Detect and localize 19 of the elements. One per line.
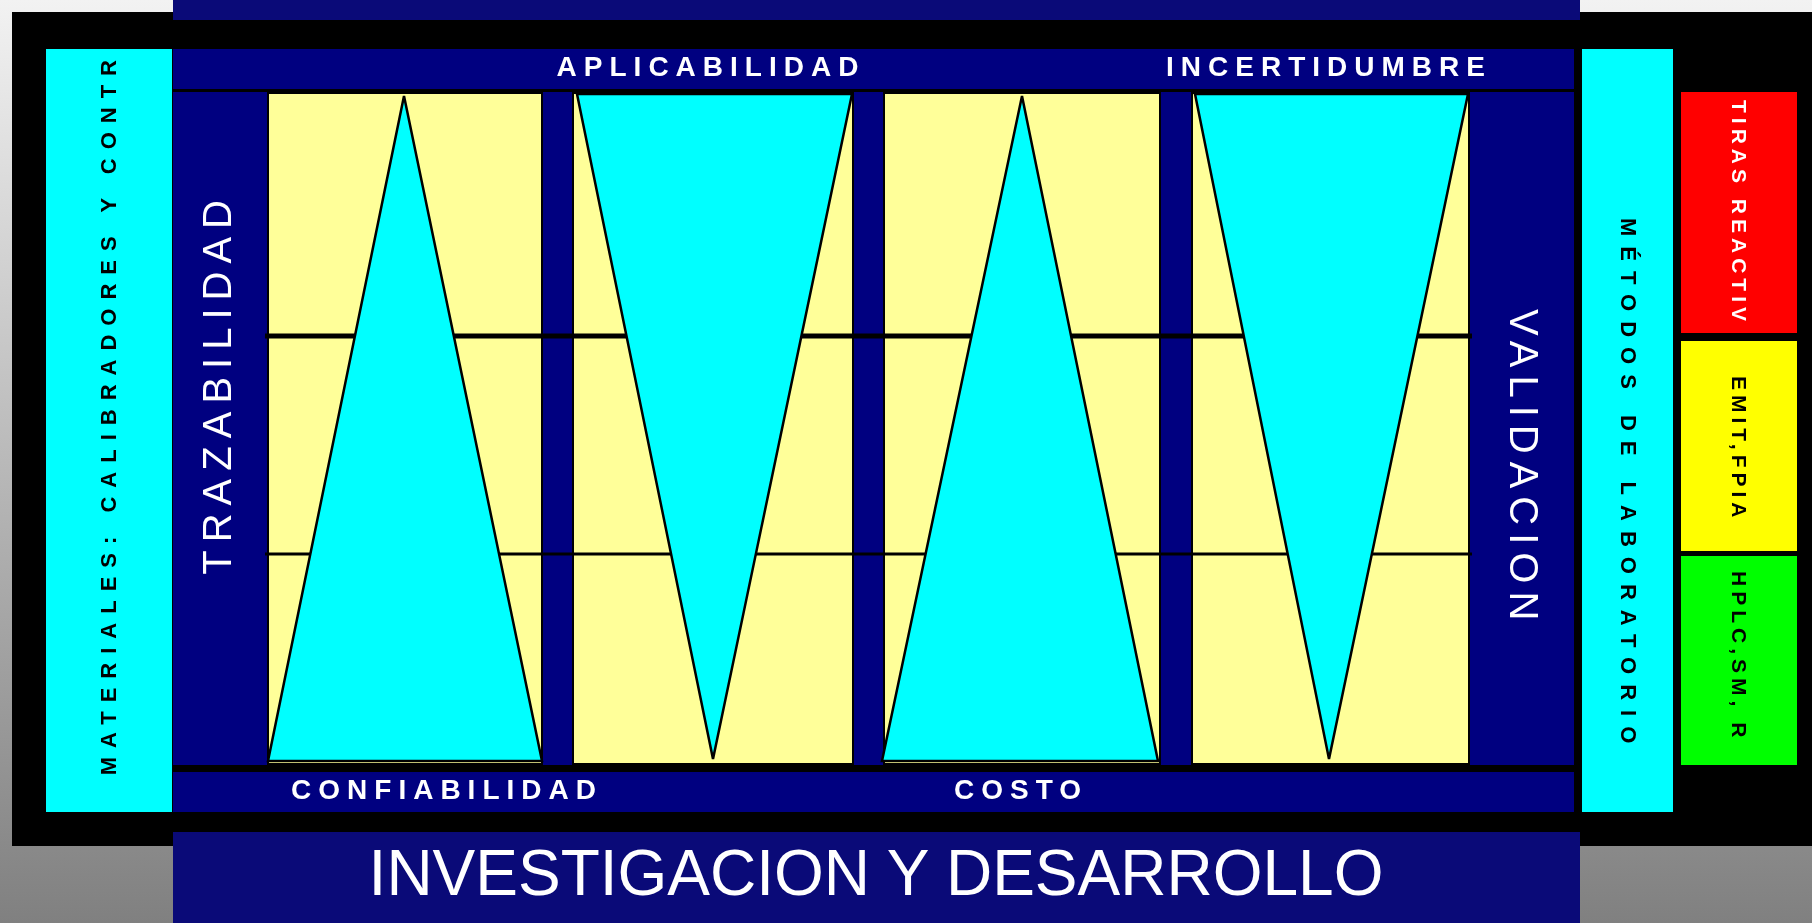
vertical-label: VALIDACION xyxy=(1503,308,1544,629)
band-label: CONFIABILIDAD xyxy=(291,776,603,804)
label-panel xyxy=(46,49,172,812)
banner-title: INVESTIGACION Y DESARROLLO xyxy=(368,840,1384,905)
label-panel xyxy=(1681,92,1797,333)
label-panel xyxy=(1681,341,1797,551)
banner xyxy=(173,832,1580,923)
band-label: INCERTIDUMBRE xyxy=(1166,53,1492,81)
vertical-label: TRAZABILIDAD xyxy=(197,192,237,575)
vertical-label: TIRAS REACTIV xyxy=(1728,100,1750,326)
vertical-label: EMIT,FPIA xyxy=(1728,376,1750,523)
label-panel xyxy=(1681,556,1797,765)
vertical-label: MATERIALES: CALIBRADORES Y CONTR xyxy=(98,51,120,776)
label-panel xyxy=(1582,49,1673,812)
band-label: APLICABILIDAD xyxy=(556,53,866,81)
vertical-label: MÉTODOS DE LABORATORIO xyxy=(1616,217,1639,754)
top-band xyxy=(173,0,1580,20)
band-label: COSTO xyxy=(953,776,1089,804)
vertical-label: HPLC,SM, R xyxy=(1728,571,1750,743)
